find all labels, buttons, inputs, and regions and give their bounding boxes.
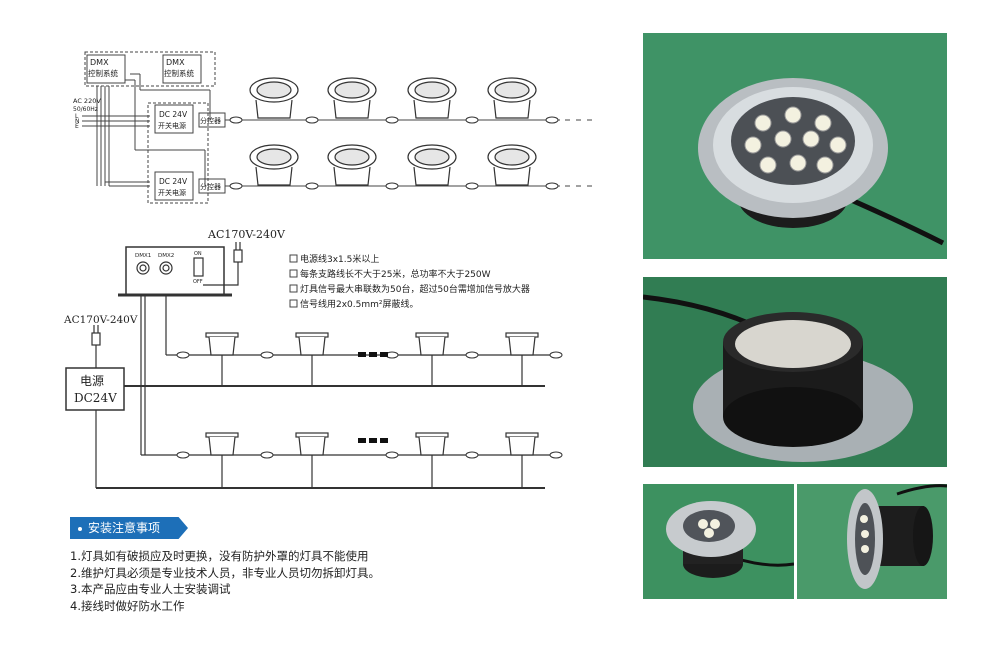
psu1-label-b: 开关电源: [158, 121, 186, 130]
port-dmx1: DMX1: [135, 253, 151, 259]
top-labels: DMX 控制系统 DMX 控制系统 AC 220V 50/60Hz L N E …: [73, 58, 221, 197]
ac-left-label: AC170V-240V: [63, 314, 138, 326]
power-box-label-a: 电源: [80, 374, 104, 388]
port-dmx2: DMX2: [158, 253, 174, 259]
spec-item: 灯具信号最大串联数为50台，超过50台需增加信号放大器: [300, 283, 530, 295]
ac-top-label: AC170V-240V: [207, 228, 286, 241]
ac-input-n: N: [75, 118, 80, 125]
spec-item: 每条支路线长不大于25米，总功率不大于250W: [300, 268, 491, 280]
bottom-lamp-row-1: [205, 332, 539, 386]
top-connectors: [229, 116, 559, 190]
spec-item: 信号线用2x0.5mm²屏蔽线。: [300, 298, 419, 310]
ac-input-voltage: AC 220V: [73, 97, 101, 105]
notes-title-banner: 安装注意事项: [70, 517, 188, 539]
bullet-icon: [78, 526, 82, 531]
spec-item: 电源线3x1.5米以上: [300, 253, 379, 265]
notes-item: 4.接线时做好防水工作: [70, 598, 185, 613]
notes-item: 2.维护灯具必须是专业技术人员，非专业人员切勿拆卸灯具。: [70, 565, 380, 580]
switch-off: OFF: [193, 279, 203, 285]
splitter-label-1: 分控器: [200, 116, 221, 125]
wiring-diagram: DMX 控制系统 DMX 控制系统 AC 220V 50/60Hz L N E …: [63, 51, 595, 489]
ellipsis-dots: [358, 352, 388, 443]
psu-box-2: [154, 171, 194, 201]
power-box: [65, 367, 125, 411]
product-photo-front: [643, 33, 947, 259]
notes-item: 3.本产品应由专业人士安装调试: [70, 582, 231, 596]
psu-box-1: [154, 104, 194, 134]
dmx-controller-box-1: [86, 54, 126, 84]
bottom-labels: AC170V-240V DMX1 DMX2 ON OFF AC170V-240V…: [63, 228, 530, 405]
power-box-label-b: DC24V: [74, 391, 117, 405]
top-lamp-row-1: [249, 77, 537, 119]
splitter-label-2: 分控器: [200, 182, 221, 191]
switch-on: ON: [194, 251, 202, 257]
product-photo-back: [643, 277, 947, 467]
dmx2-label-a: DMX: [166, 58, 185, 67]
notes-list: 1.灯具如有破损应及时更换，没有防护外罩的灯具不能使用 2.维护灯具必须是专业技…: [70, 548, 380, 614]
spec-list: 电源线3x1.5米以上 每条支路线长不大于25米，总功率不大于250W 灯具信号…: [289, 253, 530, 310]
dmx-controller-box-2: [162, 54, 202, 84]
dmx2-label-b: 控制系统: [164, 68, 194, 78]
product-photo-small-a: [643, 484, 794, 599]
product-photo-small-b: [797, 484, 947, 599]
notes-item: 1.灯具如有破损应及时更换，没有防护外罩的灯具不能使用: [70, 549, 369, 563]
notes-title: 安装注意事项: [88, 521, 161, 535]
dmx1-label-a: DMX: [90, 58, 109, 67]
bottom-connectors: [176, 351, 563, 459]
psu2-label-a: DC 24V: [159, 177, 188, 186]
bottom-wiring-diagram: [65, 242, 560, 489]
psu2-label-b: 开关电源: [158, 188, 186, 197]
ac-input-l: L: [75, 113, 79, 120]
bottom-lamp-row-2: [205, 432, 539, 488]
top-lamp-row-2: [249, 144, 537, 186]
dmx1-label-b: 控制系统: [88, 68, 118, 78]
ac-input-freq: 50/60Hz: [73, 106, 98, 113]
ac-input-e: E: [75, 123, 79, 130]
psu1-label-a: DC 24V: [159, 110, 188, 119]
